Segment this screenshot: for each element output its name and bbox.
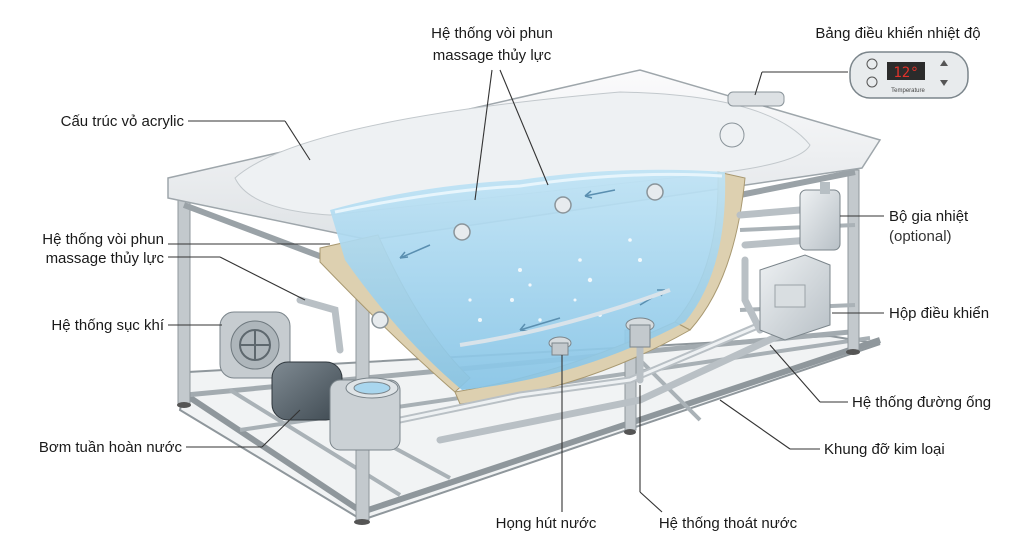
label-jets-left-1: Hệ thống vòi phun [42,231,164,248]
label-piping: Hệ thống đường ống [852,394,991,411]
power-icon [866,58,878,70]
heater-unit [799,182,841,251]
leader-lines [168,69,884,513]
label-control-box: Hộp điều khiển [889,305,989,322]
suction-fitting [548,336,572,356]
label-frame: Khung đỡ kim loại [824,441,945,458]
fan-icon [239,329,271,361]
down-arrow-icon [940,80,948,86]
temperature-panel: 12° Temperature [849,51,969,99]
air-blower [219,311,291,379]
label-jets-left-2: massage thủy lực [46,250,165,267]
label-control-panel: Bảng điều khiển nhiệt độ [815,25,980,42]
water-body [330,169,726,390]
label-aeration: Hệ thống sục khí [51,317,164,334]
overflow-cap [719,122,745,148]
circulation-pump [271,361,401,451]
label-jets-top-1: Hệ thống vòi phun [431,25,553,42]
up-arrow-icon [940,60,948,66]
label-drain: Hệ thống thoát nước [659,515,798,532]
labels: Hệ thống vòi phun massage thủy lực Bảng … [39,25,991,532]
temperature-display: 12° [893,65,918,81]
rim-control-panel [727,91,785,107]
control-box [759,254,831,341]
label-circulation-pump: Bơm tuần hoàn nước [39,439,183,456]
drain-fitting [625,317,655,348]
label-suction: Họng hút nước [496,515,597,532]
label-heater-note: (optional) [889,228,952,245]
temperature-caption: Temperature [891,88,925,94]
label-acrylic-shell: Cấu trúc vỏ acrylic [61,113,185,130]
label-jets-top-2: massage thủy lực [433,47,552,64]
label-heater: Bộ gia nhiệt [889,208,969,225]
